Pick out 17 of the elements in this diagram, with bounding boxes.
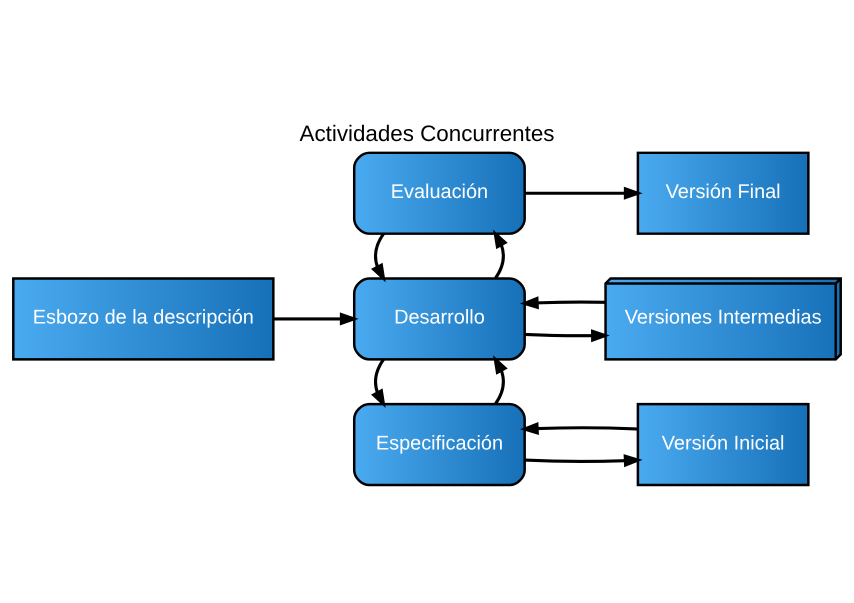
arrow xyxy=(371,232,386,282)
node-box: Desarrollo xyxy=(352,277,526,361)
arrow xyxy=(493,355,508,405)
node-box: Esbozo de la descripción xyxy=(12,277,275,361)
diagram-title: Actividades Concurrentes xyxy=(300,120,554,146)
arrow xyxy=(520,296,606,310)
arrow xyxy=(371,358,386,408)
node-box: Especificación xyxy=(352,402,526,486)
arrow xyxy=(524,186,643,200)
arrow xyxy=(273,312,359,326)
node-box: Versión Inicial xyxy=(636,402,810,486)
arrow xyxy=(520,422,638,436)
arrow xyxy=(524,329,610,342)
node-box: Evaluación xyxy=(352,152,526,235)
node-box: Versión Final xyxy=(636,152,810,235)
arrow xyxy=(493,230,508,280)
arrow xyxy=(524,454,643,468)
